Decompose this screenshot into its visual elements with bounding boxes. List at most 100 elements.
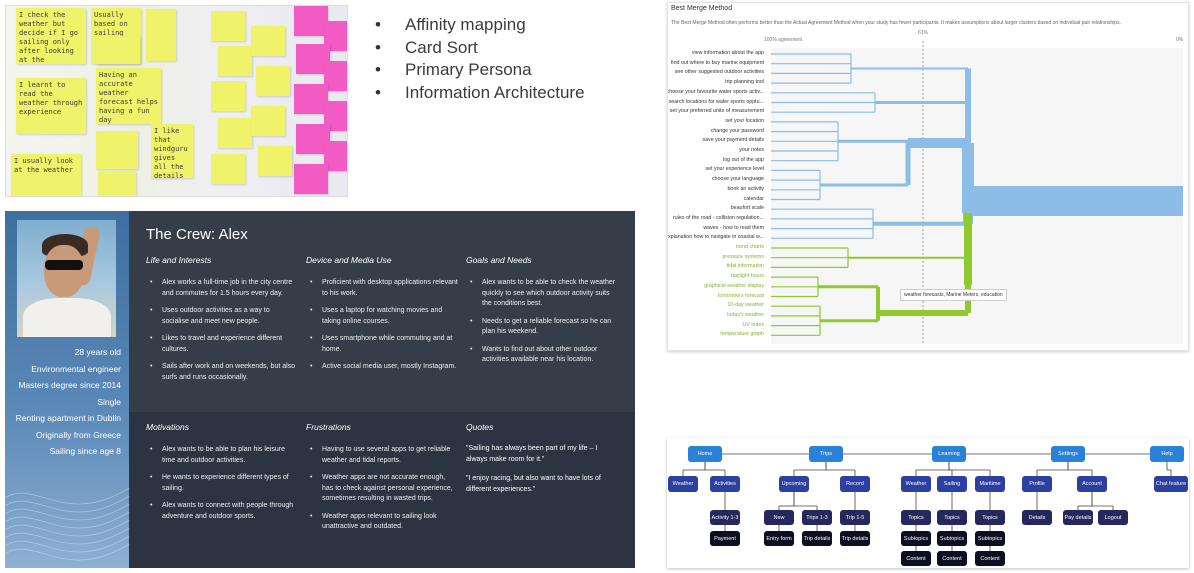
sitemap-level3-node[interactable]: Trip details [840, 531, 870, 546]
leaf-label: graphical weather display [704, 282, 764, 289]
sticky-note [324, 141, 347, 171]
leaf-label: choose your favourite water sports activ… [667, 88, 764, 95]
sticky-note [218, 118, 252, 148]
sitemap-level1-node[interactable]: Record [840, 476, 870, 492]
quotes-heading: Quotes [466, 422, 494, 432]
sitemap-top-node[interactable]: Learning [932, 446, 966, 462]
sitemap-top-node[interactable]: Home [688, 446, 722, 462]
list-item: Weather apps are not accurate enough, ha… [308, 473, 458, 505]
leaf-label: rules of the road - collision regulation… [673, 214, 764, 221]
sitemap-level1-node[interactable]: Profile [1022, 476, 1052, 492]
waves-decoration [5, 487, 129, 561]
cluster-tooltip: weather forecasts, Marine Meters, educat… [900, 289, 1007, 301]
sticky-note [211, 81, 245, 111]
sticky-note-text: I check the weather but decide if I go s… [19, 11, 79, 64]
leaf-label: save your payment details [702, 137, 764, 144]
leaf-label: UV index [742, 321, 765, 328]
persona-age: 28 years old [74, 347, 121, 357]
leaf-label: 10-day weather [727, 302, 764, 309]
sitemap-level2-node[interactable]: New [764, 510, 794, 525]
sticky-note-text: I like that windguru gives all the detai… [154, 127, 188, 178]
sticky-note [324, 21, 347, 51]
sitemap-level1-node[interactable]: Upcoming [779, 476, 809, 492]
sitemap-level1-node[interactable]: Weather [668, 476, 698, 492]
sitemap-level1-node[interactable]: Chat feature [1154, 476, 1188, 492]
goals-heading: Goals and Needs [466, 255, 532, 265]
list-item: Likes to travel and experience different… [148, 334, 296, 355]
dendrogram-title: Best Merge Method [671, 5, 733, 12]
sitemap-top-node[interactable]: Trips [809, 446, 843, 462]
list-item: Active social media user, mostly Instagr… [308, 362, 458, 373]
sitemap-level3-node[interactable]: Entry form [764, 531, 794, 546]
device-heading: Device and Media Use [306, 255, 392, 265]
leaf-label: beaufort scale [730, 205, 764, 212]
sitemap-level2-node[interactable]: Details [1022, 510, 1052, 525]
method-item: Affinity mapping [372, 14, 585, 37]
sitemap-top-node[interactable]: Settings [1051, 446, 1085, 462]
leaf-label: log out of the app [723, 156, 764, 163]
sticky-note [294, 6, 328, 36]
quote-2: "I enjoy racing, but also want to have l… [466, 475, 601, 493]
quote-1: "Sailing has always been part of my life… [466, 445, 598, 463]
leaf-label: set your preferred units of measurement [669, 108, 764, 115]
sticky-note: I learnt to read the weather through exp… [16, 78, 86, 134]
sitemap-level1-node[interactable]: Sailing [937, 476, 967, 492]
sticky-note [211, 11, 245, 41]
method-item: Card Sort [372, 37, 585, 60]
affinity-mapping-photo: I check the weather but decide if I go s… [5, 5, 348, 197]
sticky-note [96, 131, 138, 169]
list-item: Alex works a full-time job in the city c… [148, 278, 296, 299]
sitemap-level3-node[interactable]: Trip details [802, 531, 832, 546]
leaf-label: daylight hours [731, 273, 764, 280]
leaf-label: your notes [739, 147, 764, 153]
persona-card: 28 years old Environmental engineer Mast… [5, 211, 635, 568]
sticky-note-text: I usually look at the weather [14, 157, 74, 174]
sitemap-level2-node[interactable]: Trip 1-5 [840, 510, 870, 525]
sitemap-level2-node[interactable]: Activity 1-3 [710, 510, 740, 525]
sitemap-level2-node[interactable]: Topics [937, 510, 967, 525]
sitemap-level3-node[interactable]: Payment [710, 531, 740, 546]
sticky-note-text: Usually based on sailing [94, 11, 128, 37]
leaf-label: change your password [710, 127, 764, 134]
list-item: Wants to find out about other outdoor ac… [468, 345, 618, 366]
sitemap-level1-node[interactable]: Weather [901, 476, 931, 492]
sitemap-level2-node[interactable]: Logout [1098, 510, 1128, 525]
sitemap-level1-node[interactable]: Account [1077, 476, 1107, 492]
sticky-note: I like that windguru gives all the detai… [151, 124, 193, 178]
sitemap-level4-node[interactable]: Content [975, 551, 1005, 566]
sticky-note: Having an accurate weather forecast help… [96, 68, 161, 124]
leaf-label: trend charts [736, 244, 764, 250]
sitemap-level2-node[interactable]: Topics [901, 510, 931, 525]
leaf-label: tomorrow's forecast [717, 292, 764, 299]
list-item: Needs to get a reliable forecast so he c… [468, 317, 618, 338]
list-item: Uses smartphone while commuting and at h… [308, 334, 458, 355]
sitemap-level1-node[interactable]: Maritime [975, 476, 1005, 492]
life-heading: Life and Interests [146, 255, 212, 265]
sitemap-top-node[interactable]: Help [1150, 446, 1184, 462]
sitemap-level2-node[interactable]: Pay details [1063, 510, 1093, 525]
list-item: Alex wants to connect with people throug… [148, 501, 296, 522]
motivations-heading: Motivations [146, 422, 189, 432]
sitemap-level3-node[interactable]: Subtopics [901, 531, 931, 546]
sitemap-level3-node[interactable]: Subtopics [975, 531, 1005, 546]
leaf-label: trip planning tool [725, 79, 764, 86]
sticky-note: I usually look at the weather [11, 154, 81, 196]
sticky-note [324, 61, 347, 91]
sitemap-level3-node[interactable]: Subtopics [937, 531, 967, 546]
scale-mid-label: 61% [918, 30, 929, 36]
sticky-note [251, 26, 285, 56]
sitemap-level4-node[interactable]: Content [901, 551, 931, 566]
persona-housing: Renting apartment in Dublin [15, 413, 121, 423]
sticky-note: I check the weather but decide if I go s… [16, 8, 86, 64]
scale-right-label: 0% [1176, 37, 1184, 43]
list-item: Having to use several apps to get reliab… [308, 445, 458, 466]
persona-sailing: Sailing since age 8 [49, 446, 121, 456]
sticky-note [256, 66, 290, 96]
sitemap-level1-node[interactable]: Activities [710, 476, 740, 492]
leaf-label: waves - how to read them [703, 224, 764, 231]
dendrogram-description: The Best Merge Method often performs bet… [671, 20, 1121, 26]
sitemap-level4-node[interactable]: Content [937, 551, 967, 566]
sitemap-level2-node[interactable]: Topics [975, 510, 1005, 525]
sitemap-level2-node[interactable]: Trips 1-3 [802, 510, 832, 525]
